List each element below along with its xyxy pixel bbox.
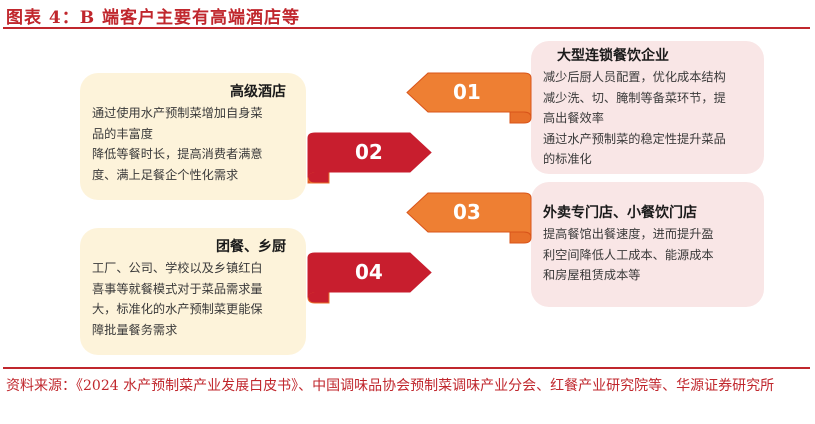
card-line: 利空间降低人工成本、能源成本 [543, 247, 714, 262]
ribbon-number: 02 [355, 140, 383, 164]
card-high-end-hotel: 高级酒店 通过使用水产预制菜增加自身菜 品的丰富度 降低等餐时长，提高消费者满意… [80, 73, 306, 200]
card-line: 品的丰富度 [92, 126, 153, 141]
card-heading: 团餐、乡厨 [216, 239, 286, 255]
card-line: 工厂、公司、学校以及乡镇红白 [92, 261, 263, 275]
ribbon-number: 01 [453, 80, 481, 104]
card-group-rural: 团餐、乡厨 工厂、公司、学校以及乡镇红白 喜事等就餐模式对于菜品需求量 大，标准… [80, 228, 306, 355]
card-line: 和房屋租赁成本等 [543, 268, 641, 282]
card-heading: 外卖专门店、小餐饮门店 [543, 205, 697, 221]
card-line: 度、满上足餐企个性化需求 [92, 167, 239, 182]
ribbon-04: 04 [305, 252, 433, 304]
card-line: 降低等餐时长，提高消费者满意 [92, 147, 263, 161]
ribbon-arrow-left-icon [406, 72, 532, 124]
figure-title: 图表 4：B 端客户主要有高端酒店等 [6, 8, 301, 28]
title-underline [3, 27, 810, 29]
card-large-chain: 大型连锁餐饮企业 减少后厨人员配置，优化成本结构 减少洗、切、腌制等备菜环节，提… [531, 41, 764, 174]
ribbon-arrow-right-icon [307, 252, 432, 304]
card-heading: 高级酒店 [230, 84, 286, 100]
ribbon-01: 01 [406, 72, 534, 124]
ribbon-arrow-left-icon [406, 192, 532, 244]
card-line: 高出餐效率 [543, 111, 604, 125]
card-heading: 大型连锁餐饮企业 [557, 48, 669, 64]
ribbon-03: 03 [406, 192, 534, 244]
ribbon-number: 04 [355, 260, 383, 284]
ribbon-02: 02 [305, 132, 433, 184]
card-line: 减少后厨人员配置，优化成本结构 [543, 70, 726, 84]
card-line: 喜事等就餐模式对于菜品需求量 [92, 281, 263, 296]
card-line: 提高餐馆出餐速度，进而提升盈 [543, 227, 714, 241]
card-line: 障批量餐务需求 [92, 322, 178, 337]
card-line: 通过水产预制菜的稳定性提升菜品 [543, 131, 726, 146]
card-line: 大，标准化的水产预制菜更能保 [92, 302, 263, 316]
card-line: 减少洗、切、腌制等备菜环节，提 [543, 90, 726, 105]
card-line: 的标准化 [543, 152, 592, 166]
ribbon-number: 03 [453, 200, 481, 224]
ribbon-arrow-right-icon [307, 132, 432, 184]
card-takeout-small: 外卖专门店、小餐饮门店 提高餐馆出餐速度，进而提升盈 利空间降低人工成本、能源成… [531, 182, 764, 307]
source-divider [3, 367, 810, 369]
card-line: 通过使用水产预制菜增加自身菜 [92, 106, 263, 120]
source-note: 资料来源：《2024 水产预制菜产业发展白皮书》、中国调味品协会预制菜调味产业分… [6, 378, 775, 394]
